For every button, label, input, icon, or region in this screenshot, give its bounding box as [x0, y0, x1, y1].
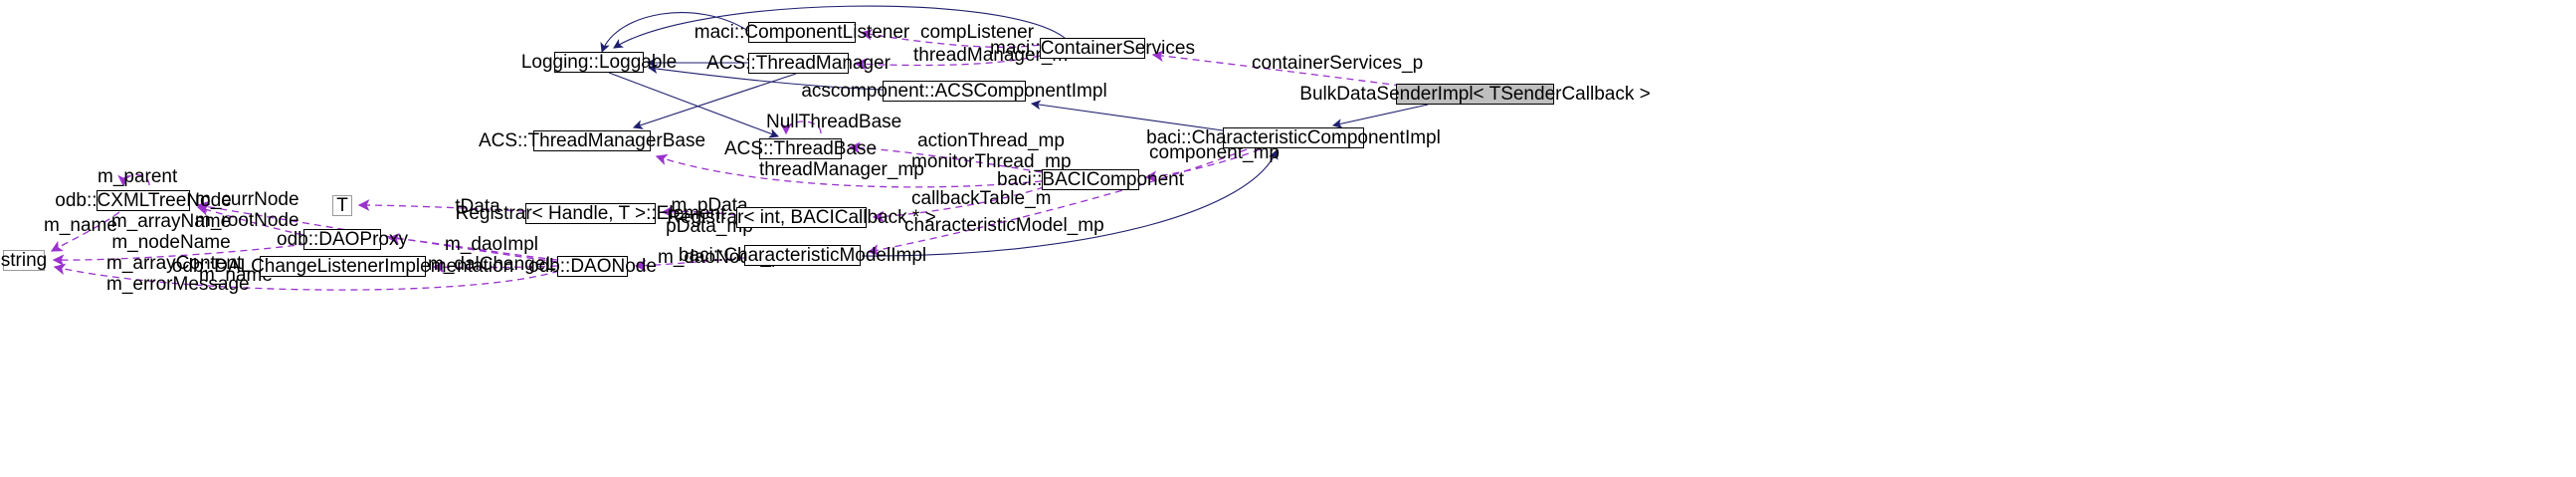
- node-acs-threadbase[interactable]: ACS::ThreadBase: [723, 138, 878, 159]
- node-baci-bacicomponent[interactable]: baci::BACIComponent: [997, 169, 1184, 190]
- node-baci-characteristicmodelimpl[interactable]: baci::CharacteristicModelImpl: [678, 245, 927, 266]
- edge-label-cxml-fields: m_arrayName m_nodeName m_arrayContent m_…: [106, 211, 250, 295]
- edge-label-threadmanager-mp: threadManager_mp: [759, 159, 924, 180]
- edge-label-m-name-left: m_name: [44, 215, 117, 236]
- node-logging-loggable[interactable]: Logging::Loggable: [520, 52, 678, 73]
- edge-label-callbacktable-m: callbackTable_m: [911, 188, 1052, 209]
- inheritance-edges: [600, 5, 1429, 257]
- node-cdb-dalchangelistenerimplementation[interactable]: odb::DALChangeListenerImplementation: [171, 256, 514, 277]
- node-cdb-cxmltreenode[interactable]: odb::CXMLTreeNode: [55, 190, 232, 211]
- node-maci-componentlistener[interactable]: maci::ComponentListener: [694, 22, 910, 43]
- edge-label-nullthreadbase: NullThreadBase: [766, 112, 902, 132]
- edge-label-complistener: compListener: [920, 22, 1035, 43]
- node-string[interactable]: string: [0, 250, 48, 271]
- edge-label-threadmanager-m: threadManager_m: [913, 45, 1069, 66]
- node-acscomponent-acscomponentimpl[interactable]: acscomponent::ACSComponentImpl: [801, 81, 1107, 102]
- node-template-param-t[interactable]: T: [332, 195, 352, 216]
- edge-label-m-parent: m_parent: [98, 166, 178, 187]
- node-maci-containerservices[interactable]: maci::ContainerServices: [990, 38, 1195, 59]
- edge-label-tdata: tData: [455, 196, 500, 217]
- node-baci-characteristiccomponentimpl[interactable]: baci::CharacteristicComponentImpl: [1146, 127, 1441, 148]
- node-acs-threadmanagerbase[interactable]: ACS::ThreadManagerBase: [478, 130, 706, 151]
- node-registrar-int-bacicallback[interactable]: Registrar< int, BACICallback * >: [667, 207, 936, 228]
- edge-label-m-currnode-rootnode: m_currNode m_rootNode: [195, 189, 299, 231]
- edge-label-m-pdata-pdata-mp: m_pData pData_mp: [666, 195, 753, 237]
- edge-label-m-daoimpl: m_daoImpl: [445, 234, 538, 255]
- node-acs-threadmanager[interactable]: ACS::ThreadManager: [706, 53, 891, 74]
- edge-label-containerservices-p: containerServices_p: [1252, 53, 1424, 74]
- edge-label-characteristicmodel-mp: characteristicModel_mp: [904, 215, 1104, 236]
- usage-edges: [50, 28, 1402, 291]
- node-bulkdatasenderimpl[interactable]: BulkDataSenderImpl< TSenderCallback >: [1299, 84, 1651, 105]
- node-cdb-daonode[interactable]: odb::DAONode: [528, 256, 657, 277]
- edge-label-action-monitor-thread-mp: actionThread_mp monitorThread_mp: [911, 130, 1072, 172]
- node-cdb-daoproxy[interactable]: odb::DAOProxy: [277, 229, 408, 250]
- node-registrar-handle-t-element[interactable]: Registrar< Handle, T >::Element: [455, 203, 726, 224]
- edge-label-m-name-bottom: m_name: [199, 265, 273, 286]
